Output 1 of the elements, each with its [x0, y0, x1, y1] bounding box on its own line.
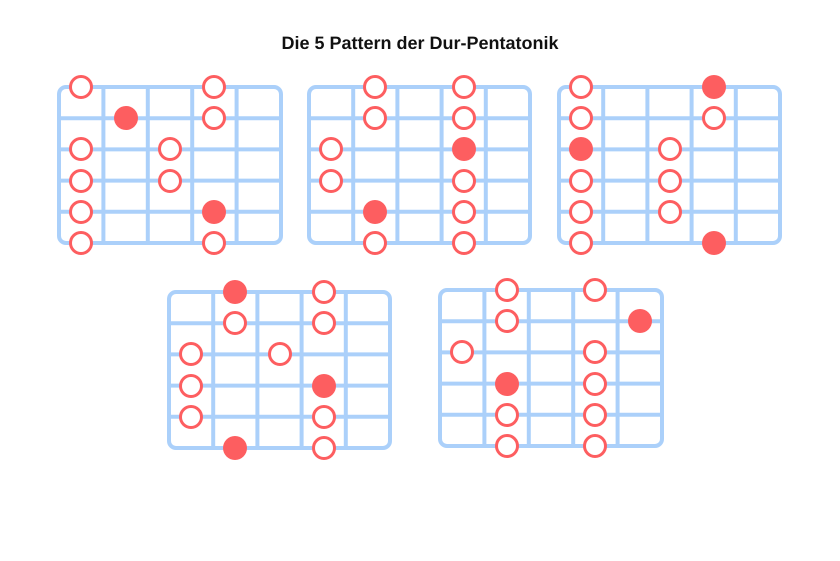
diagram-title: Die 5 Pattern der Dur-Pentatonik — [281, 33, 559, 54]
